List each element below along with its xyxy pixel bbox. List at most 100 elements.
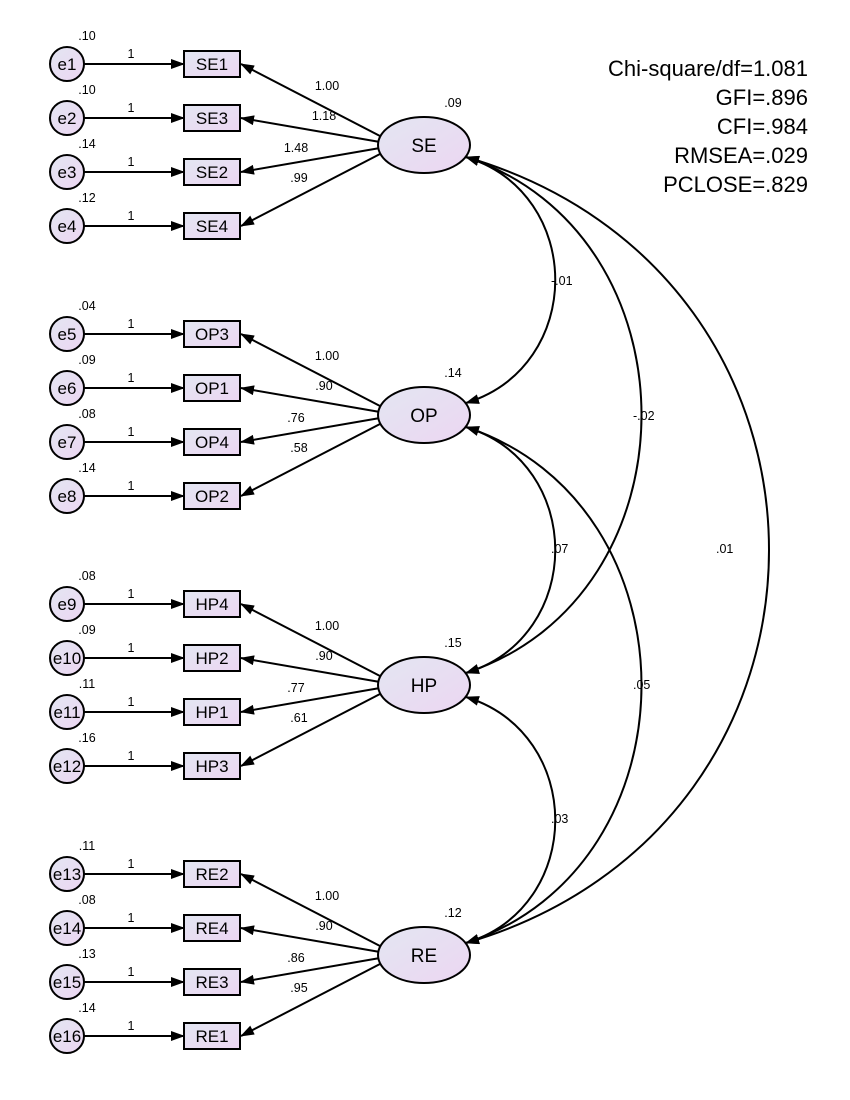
indicator-box <box>183 482 241 510</box>
covariance-label-HP-RE: .03 <box>551 812 568 826</box>
loading-label-RE4: .90 <box>315 919 332 933</box>
error-node-e14: e14.08 <box>49 893 96 946</box>
covariance-label-SE-OP: -.01 <box>551 274 573 288</box>
error-node-e11: e11.11 <box>49 677 95 730</box>
error-node-e8: e8.14 <box>49 461 96 514</box>
error-variance-label: .16 <box>78 731 95 745</box>
error-variance-label: .14 <box>78 137 95 151</box>
node-layer: e1.10SE1e2.10SE3e3.14SE2e4.12SE4SE.09e5.… <box>49 29 471 1054</box>
error-node-e5: e5.04 <box>49 299 96 352</box>
error-label: e6 <box>58 379 77 398</box>
error-circle <box>49 748 85 784</box>
error-variance-label: .14 <box>78 1001 95 1015</box>
loading-label-HP3: .61 <box>290 711 307 725</box>
error-node-e13: e13.11 <box>49 839 95 892</box>
latent-node-RE: RE.12 <box>377 906 471 984</box>
error-path-weight: 1 <box>128 101 135 115</box>
indicator-box <box>183 968 241 996</box>
loading-path-SE4 <box>240 153 381 227</box>
covariance-label-SE-RE: .01 <box>716 542 733 556</box>
latent-ellipse <box>377 656 471 714</box>
error-node-e12: e12.16 <box>49 731 96 784</box>
error-path-weight: 1 <box>128 479 135 493</box>
loading-path-SE2 <box>240 147 381 175</box>
error-variance-label: .10 <box>78 29 95 43</box>
indicator-label: SE2 <box>196 163 228 182</box>
latent-node-SE: SE.09 <box>377 96 471 174</box>
covariance-layer: -.01-.02.01.07.05.03 <box>465 155 770 945</box>
indicator-box <box>183 752 241 780</box>
error-label: e3 <box>58 163 77 182</box>
indicator-node-RE4: RE4 <box>183 914 241 942</box>
error-variance-label: .10 <box>78 83 95 97</box>
indicator-node-SE4: SE4 <box>183 212 241 240</box>
covariance-label-OP-HP: .07 <box>551 542 568 556</box>
error-circle <box>49 424 85 460</box>
error-node-e2: e2.10 <box>49 83 96 136</box>
indicator-box <box>183 320 241 348</box>
indicator-box <box>183 50 241 78</box>
loading-path-OP3 <box>240 333 381 407</box>
loading-path-OP1 <box>240 385 381 413</box>
error-node-e7: e7.08 <box>49 407 96 460</box>
latent-label: RE <box>411 946 437 967</box>
loading-label-OP4: .76 <box>287 411 304 425</box>
loading-path-SE3 <box>240 115 381 143</box>
indicator-label: SE1 <box>196 55 228 74</box>
error-node-e4: e4.12 <box>49 191 96 244</box>
error-variance-label: .11 <box>79 839 95 853</box>
indicator-node-HP2: HP2 <box>183 644 241 672</box>
error-label: e1 <box>58 55 77 74</box>
error-label: e10 <box>53 649 81 668</box>
error-circle <box>49 316 85 352</box>
error-variance-label: .14 <box>78 461 95 475</box>
error-label: e8 <box>58 487 77 506</box>
error-circle <box>49 1018 85 1054</box>
loading-path-HP4 <box>240 603 381 677</box>
error-label: e11 <box>53 703 80 722</box>
indicator-label: RE2 <box>195 865 228 884</box>
loading-path-HP3 <box>240 693 381 767</box>
indicator-box <box>183 374 241 402</box>
latent-variance-label: .14 <box>444 366 461 380</box>
indicator-node-HP3: HP3 <box>183 752 241 780</box>
error-path-weight: 1 <box>128 587 135 601</box>
error-variance-label: .08 <box>78 569 95 583</box>
loading-path-RE1 <box>240 963 381 1037</box>
error-path-weight: 1 <box>128 155 135 169</box>
error-node-e3: e3.14 <box>49 137 96 190</box>
error-path-weight: 1 <box>128 911 135 925</box>
indicator-label: SE3 <box>196 109 228 128</box>
error-circle <box>49 964 85 1000</box>
error-node-e9: e9.08 <box>49 569 96 622</box>
indicator-label: HP3 <box>195 757 228 776</box>
indicator-box <box>183 590 241 618</box>
error-label: e2 <box>58 109 77 128</box>
covariance-arc-OP-RE <box>465 426 643 944</box>
loading-path-OP4 <box>240 417 381 445</box>
error-path-weight: 1 <box>128 209 135 223</box>
latent-variance-label: .09 <box>444 96 461 110</box>
error-label: e15 <box>53 973 81 992</box>
indicator-node-OP2: OP2 <box>183 482 241 510</box>
indicator-label: HP2 <box>195 649 228 668</box>
loading-label-RE1: .95 <box>290 981 307 995</box>
indicator-node-RE1: RE1 <box>183 1022 241 1050</box>
error-variance-label: .08 <box>78 407 95 421</box>
error-path-weight: 1 <box>128 317 135 331</box>
latent-label: HP <box>411 676 437 697</box>
error-node-e6: e6.09 <box>49 353 96 406</box>
indicator-label: OP4 <box>195 433 229 452</box>
indicator-box <box>183 914 241 942</box>
indicator-node-SE2: SE2 <box>183 158 241 186</box>
error-node-e10: e10.09 <box>49 623 96 676</box>
loading-label-HP1: .77 <box>287 681 304 695</box>
indicator-label: HP4 <box>195 595 228 614</box>
loading-path-HP1 <box>240 687 381 715</box>
loading-path-RE3 <box>240 957 381 985</box>
indicator-label: OP2 <box>195 487 229 506</box>
error-circle <box>49 640 85 676</box>
loading-path-RE2 <box>240 873 381 947</box>
error-path-weight: 1 <box>128 47 135 61</box>
covariance-label-SE-HP: -.02 <box>633 409 655 423</box>
